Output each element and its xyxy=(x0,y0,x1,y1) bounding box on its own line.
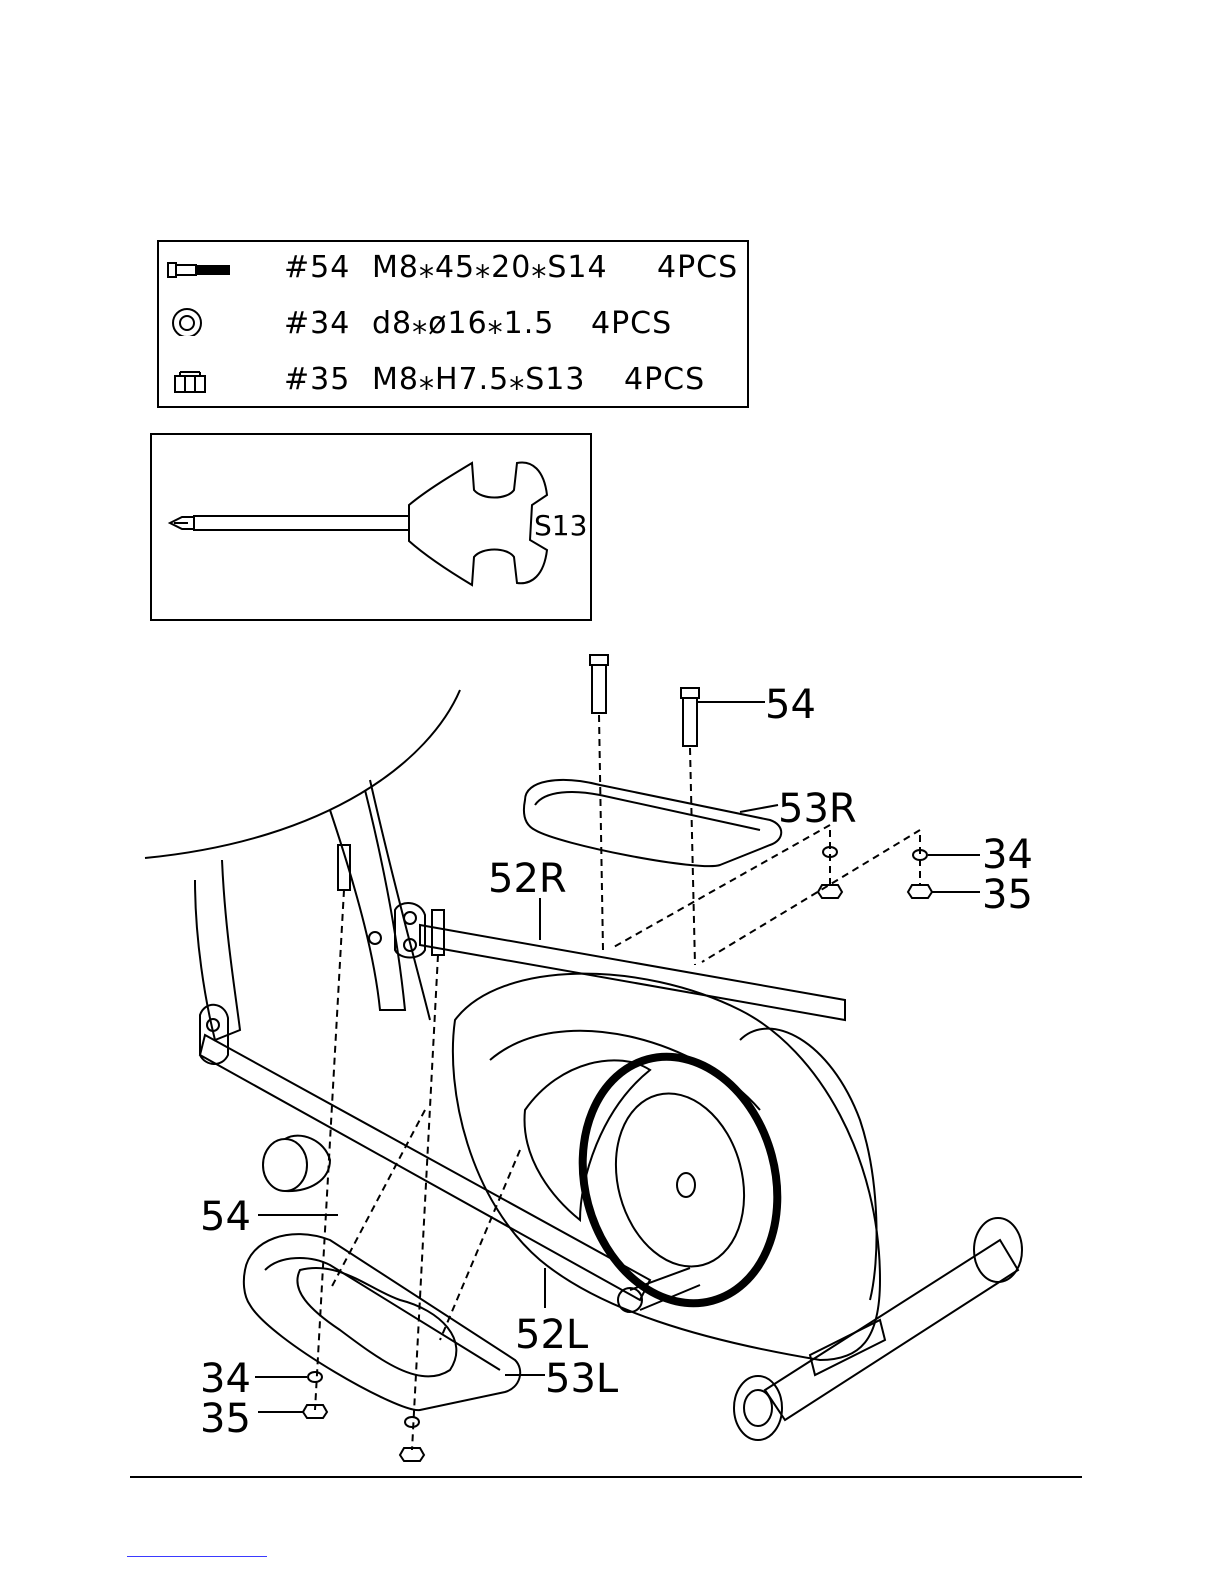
callout-pedal-right: 53R xyxy=(778,786,857,832)
callout-bolt-upper: 54 xyxy=(765,682,816,728)
part-code: #34 xyxy=(284,306,350,341)
part-code: #35 xyxy=(284,362,350,397)
bolt-icon xyxy=(165,254,235,284)
tool-size-label: S13 xyxy=(534,509,587,542)
callout-pedal-left: 53L xyxy=(545,1356,619,1402)
tool-panel: S13 xyxy=(150,433,592,621)
part-spec: M8⁎45⁎20⁎S14 xyxy=(372,250,608,285)
part-quantity: 4PCS xyxy=(591,306,672,341)
footer-divider xyxy=(130,1476,1082,1478)
hardware-parts-list: #54 M8⁎45⁎20⁎S14 4PCS #34 d8⁎ø16⁎1.5 4PC… xyxy=(157,240,749,408)
assembly-diagram: 54 53R 34 35 52R 54 52L 53L 34 35 xyxy=(0,640,1225,1470)
callout-pedal-arm-right: 52R xyxy=(488,856,567,902)
footer-link-underline xyxy=(127,1556,267,1557)
combination-wrench-screwdriver-icon: S13 xyxy=(152,435,592,621)
callout-nut-right: 35 xyxy=(982,872,1033,918)
callout-pedal-arm-left: 52L xyxy=(515,1312,589,1358)
part-quantity: 4PCS xyxy=(657,250,738,285)
washer-icon xyxy=(165,306,235,336)
callout-nut-left: 35 xyxy=(200,1396,251,1442)
part-code: #54 xyxy=(284,250,350,285)
hardware-row-washer: #34 d8⁎ø16⁎1.5 4PCS xyxy=(159,304,747,344)
hardware-row-bolt: #54 M8⁎45⁎20⁎S14 4PCS xyxy=(159,248,747,288)
hardware-row-nut: #35 M8⁎H7.5⁎S13 4PCS xyxy=(159,360,747,400)
callout-bolt-lower: 54 xyxy=(200,1194,251,1240)
part-spec: M8⁎H7.5⁎S13 xyxy=(372,362,585,397)
part-spec: d8⁎ø16⁎1.5 xyxy=(372,306,554,341)
nut-icon xyxy=(165,366,235,396)
part-quantity: 4PCS xyxy=(624,362,705,397)
